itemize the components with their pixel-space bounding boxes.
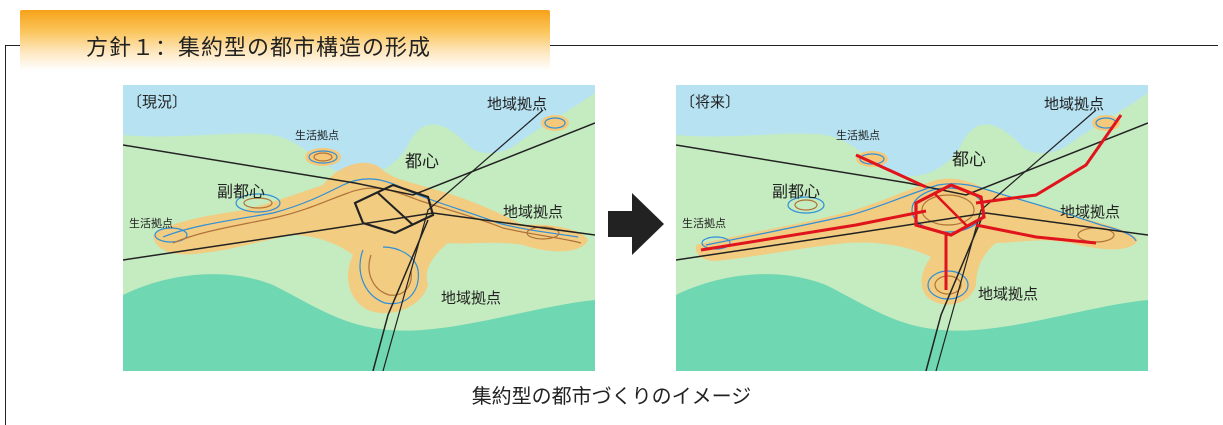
label-chiiki-e: 地域拠点: [1060, 203, 1120, 221]
label-toshin: 都心: [405, 152, 439, 172]
map-future-graphic: 〔将来〕 地域拠点 生活拠点 都心 副都心 生活拠点 地域拠点 地域拠点: [676, 85, 1148, 371]
label-seikatsu-n: 生活拠点: [295, 128, 339, 142]
figure-caption: 集約型の都市づくりのイメージ: [471, 384, 752, 408]
right-arrow-icon: [608, 193, 664, 255]
map-future: 〔将来〕 地域拠点 生活拠点 都心 副都心 生活拠点 地域拠点 地域拠点: [676, 85, 1148, 371]
content-frame: [5, 45, 1218, 425]
label-seikatsu-w: 生活拠点: [129, 216, 173, 230]
label-toshin: 都心: [952, 150, 986, 170]
label-chiiki-s: 地域拠点: [978, 285, 1038, 303]
label-fukutoshin: 副都心: [217, 182, 265, 201]
label-chiiki-ne: 地域拠点: [487, 95, 547, 113]
roads-future: [676, 109, 1148, 371]
urban-area-current: [153, 162, 588, 314]
label-chiiki-s: 地域拠点: [441, 289, 501, 307]
roads-current: [123, 109, 595, 371]
label-chiiki-e: 地域拠点: [503, 203, 563, 221]
header-tab: [20, 10, 550, 70]
urban-area-future: [695, 178, 1138, 305]
map-current-graphic: 〔現況〕 地域拠点 生活拠点 都心 副都心 生活拠点 地域拠点 地域拠点: [123, 85, 595, 371]
urban-axes-future: [700, 114, 1123, 290]
label-fukutoshin: 副都心: [772, 182, 820, 201]
label-chiiki-ne: 地域拠点: [1044, 95, 1104, 113]
page-title: 方針１：集約型の都市構造の形成: [86, 36, 432, 61]
label-seikatsu-w: 生活拠点: [682, 216, 726, 230]
map-tag-current: 〔現況〕: [127, 93, 187, 111]
map-tag-future: 〔将来〕: [680, 93, 740, 111]
contour-lines-current: [154, 117, 579, 305]
label-seikatsu-n: 生活拠点: [836, 128, 880, 142]
map-current: 〔現況〕 地域拠点 生活拠点 都心 副都心 生活拠点 地域拠点 地域拠点: [123, 85, 595, 371]
